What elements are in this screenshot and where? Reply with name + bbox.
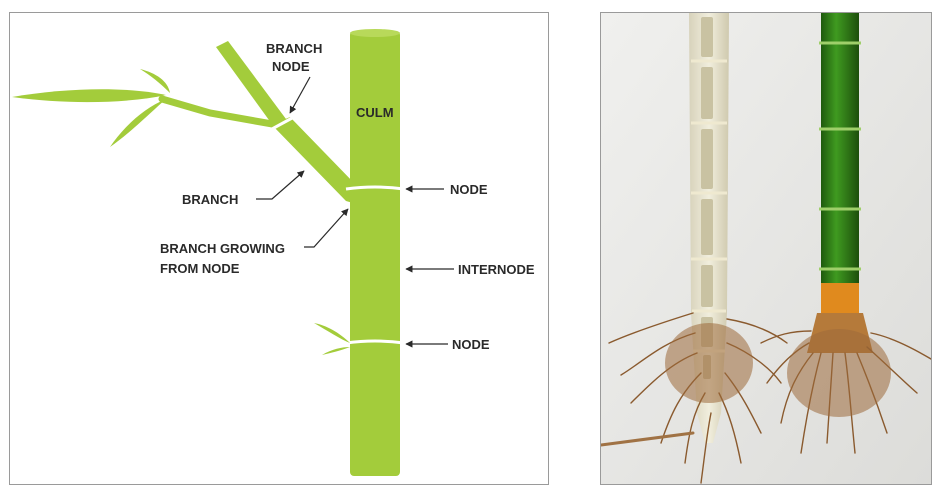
branch-arrow bbox=[256, 171, 304, 199]
node-upper-label: NODE bbox=[450, 182, 488, 197]
branch-label: BRANCH bbox=[182, 192, 238, 207]
leaf-cluster-top bbox=[12, 69, 170, 147]
branch-node-label-line1: BRANCH bbox=[266, 41, 322, 56]
bamboo-anatomy-diagram: BRANCH NODE CULM BRANCH NODE BRANCH GROW… bbox=[9, 12, 549, 485]
photo-illustration bbox=[601, 13, 932, 485]
culm bbox=[350, 31, 400, 476]
branch bbox=[272, 117, 360, 205]
culm-label: CULM bbox=[356, 105, 394, 120]
branch-growing-label-line1: BRANCH GROWING bbox=[160, 241, 285, 256]
node-lower-label: NODE bbox=[452, 337, 490, 352]
internode-label: INTERNODE bbox=[458, 262, 535, 277]
bamboo-root-photo bbox=[600, 12, 932, 485]
branch-node-arrow bbox=[290, 77, 310, 113]
bamboo-illustration: BRANCH NODE CULM BRANCH NODE BRANCH GROW… bbox=[10, 13, 549, 485]
branch-growing-arrow bbox=[304, 209, 348, 247]
branch-node-label-line2: NODE bbox=[272, 59, 310, 74]
leaf-cluster-lower bbox=[314, 323, 350, 355]
branch-growing-label-line2: FROM NODE bbox=[160, 261, 240, 276]
